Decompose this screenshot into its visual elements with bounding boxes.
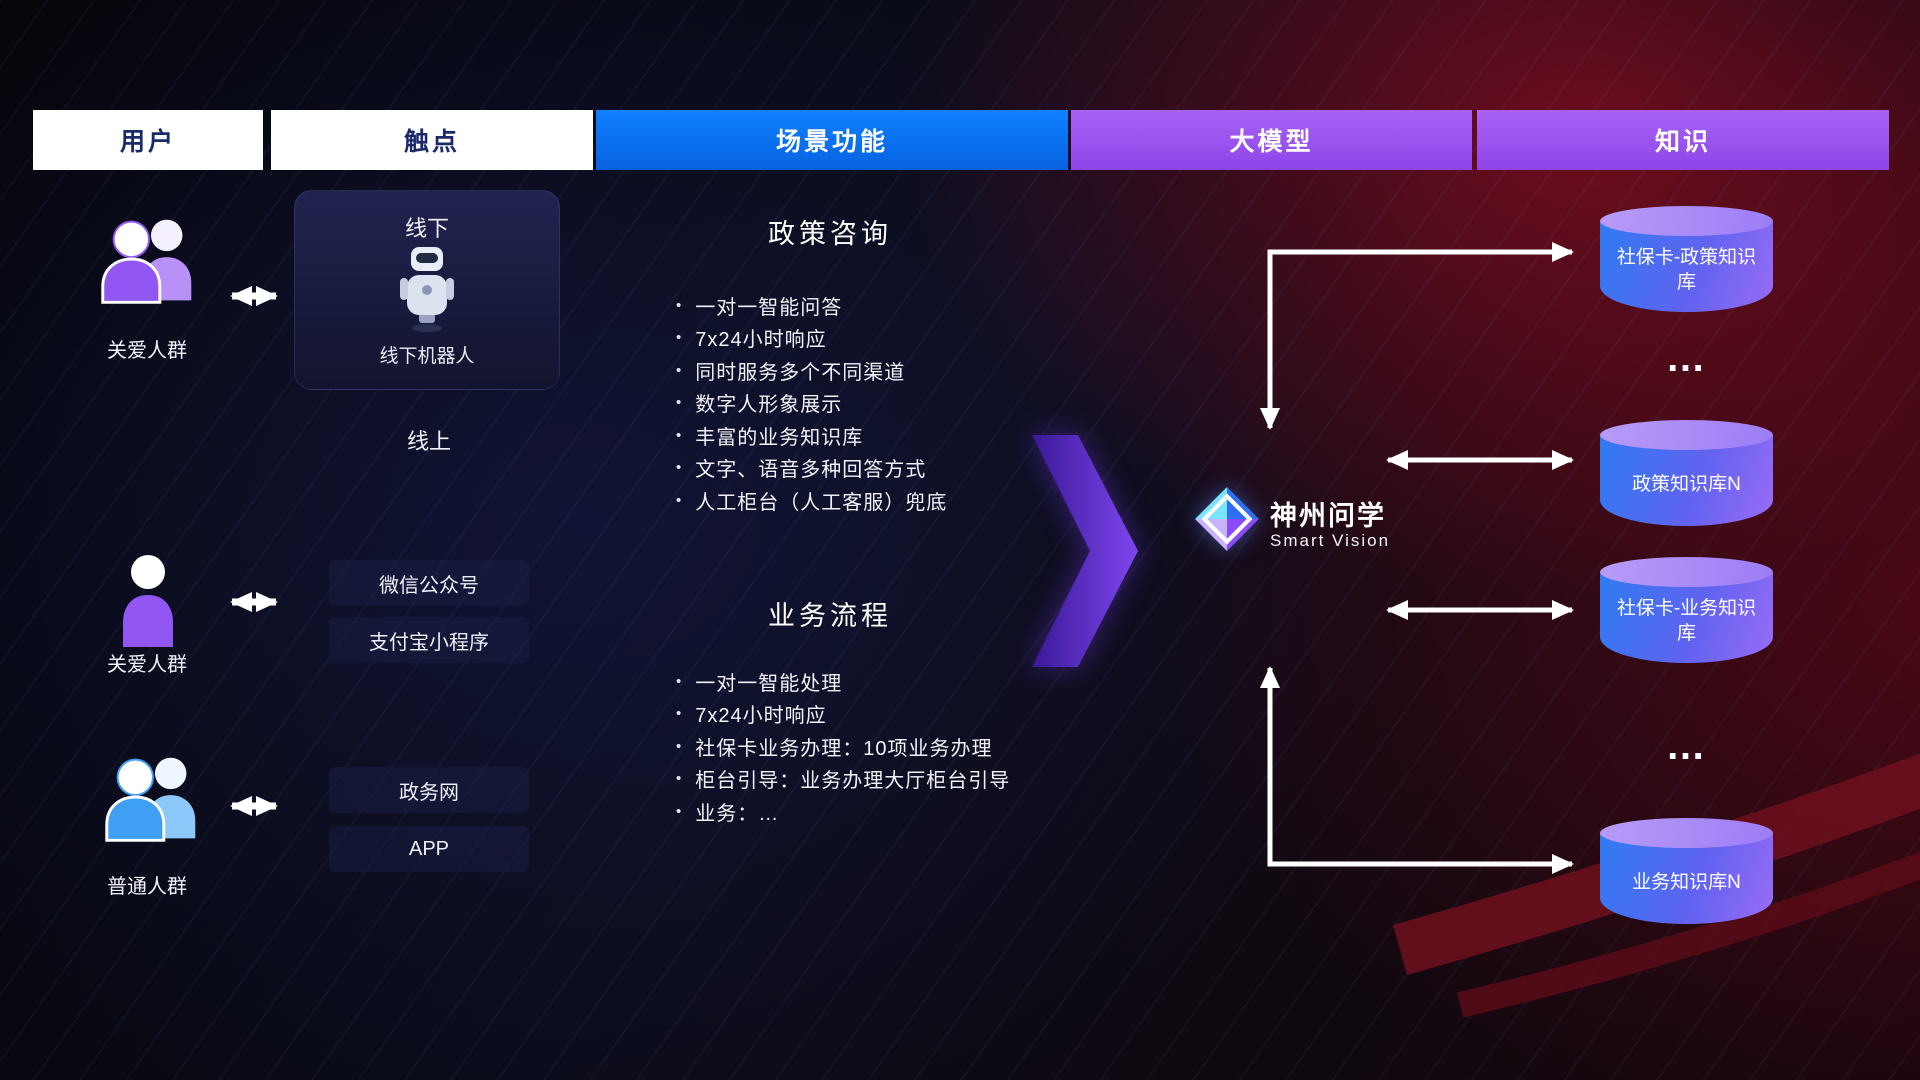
- feature-item: 业务：…: [676, 795, 1010, 828]
- column-header-label: 触点: [403, 128, 460, 156]
- column-header-label: 大模型: [1229, 128, 1314, 156]
- people-group-blue-icon: [94, 748, 212, 850]
- db-label: 政策知识库N: [1632, 473, 1741, 495]
- column-header-touchpoints: 触点: [271, 110, 593, 170]
- model-subtitle: Smart Vision: [1270, 531, 1391, 550]
- feature-item: 人工柜台（人工客服）兜底: [676, 484, 947, 517]
- column-header-scenarios: 场景功能: [596, 110, 1068, 170]
- offline-robot-label: 线下机器人: [379, 346, 475, 367]
- column-header-label: 场景功能: [775, 128, 888, 156]
- channel-label: 政务网: [399, 781, 459, 804]
- model-name: 神州问学: [1270, 501, 1386, 531]
- policy-section-title: 政策咨询: [768, 219, 892, 249]
- channel-app: APP: [329, 826, 529, 872]
- db-cylinder-body: [1600, 572, 1773, 663]
- feature-item: 同时服务多个不同渠道: [676, 354, 947, 387]
- channel-alipay-miniprogram: 支付宝小程序: [329, 617, 529, 663]
- user-group-label: 关爱人群: [107, 654, 187, 676]
- column-header-users: 用户: [33, 110, 263, 170]
- feature-item: 丰富的业务知识库: [676, 419, 947, 452]
- model-to-db4-arrow: [1260, 666, 1574, 874]
- db-cylinder-top: [1600, 557, 1773, 587]
- column-header-label: 用户: [119, 128, 176, 156]
- feature-item: 柜台引导：业务办理大厅柜台引导: [676, 763, 1010, 796]
- db-cylinder-body: [1600, 221, 1773, 312]
- feature-item: 一对一智能处理: [676, 665, 1010, 698]
- channel-label: APP: [408, 837, 450, 860]
- knowledge-db-business-shebao: 社保卡-业务知识库: [1600, 557, 1773, 663]
- offline-touchpoint-card: 线下 线下机器人: [294, 190, 560, 390]
- knowledge-ellipsis: …: [1665, 336, 1708, 380]
- column-header-label: 知识: [1654, 128, 1711, 156]
- flow-arrow-right-icon: [1032, 435, 1138, 667]
- feature-item: 社保卡业务办理：10项业务办理: [676, 730, 1010, 763]
- policy-feature-list: 一对一智能问答 7x24小时响应 同时服务多个不同渠道 数字人形象展示 丰富的业…: [676, 289, 947, 517]
- user-group-label: 普通人群: [107, 876, 187, 898]
- model-to-db1-arrow: [1260, 242, 1574, 430]
- offline-title: 线下: [404, 216, 449, 241]
- db-cylinder-body: [1600, 435, 1773, 526]
- db-label: 业务知识库N: [1632, 871, 1741, 893]
- db-cylinder-body: [1600, 833, 1773, 924]
- knowledge-db-business-n: 业务知识库N: [1600, 818, 1773, 924]
- business-feature-list: 一对一智能处理 7x24小时响应 社保卡业务办理：10项业务办理 柜台引导：业务…: [676, 665, 1010, 828]
- feature-item: 7x24小时响应: [676, 698, 1010, 731]
- feature-item: 7x24小时响应: [676, 322, 947, 355]
- diamond-logo-icon: [1195, 487, 1259, 551]
- db-cylinder-top: [1600, 206, 1773, 236]
- feature-item: 一对一智能问答: [676, 289, 947, 322]
- channel-label: 微信公众号: [379, 574, 479, 597]
- robot-icon: [395, 245, 459, 333]
- channel-wechat: 微信公众号: [329, 560, 529, 606]
- column-header-knowledge: 知识: [1477, 110, 1889, 170]
- feature-item: 数字人形象展示: [676, 387, 947, 420]
- user-group-label: 关爱人群: [107, 340, 187, 362]
- db-cylinder-top: [1600, 818, 1773, 848]
- db-label: 社保卡-政策知识库: [1616, 247, 1757, 293]
- online-title: 线上: [406, 429, 451, 454]
- person-purple-icon: [119, 550, 177, 652]
- channel-gov-web: 政务网: [329, 767, 529, 813]
- channel-label: 支付宝小程序: [369, 631, 489, 654]
- column-header-model: 大模型: [1071, 110, 1472, 170]
- knowledge-db-policy-n: 政策知识库N: [1600, 420, 1773, 526]
- business-section-title: 业务流程: [768, 601, 892, 631]
- db-cylinder-top: [1600, 420, 1773, 450]
- knowledge-db-policy-shebao: 社保卡-政策知识库: [1600, 206, 1773, 312]
- knowledge-ellipsis: …: [1665, 724, 1708, 768]
- feature-item: 文字、语音多种回答方式: [676, 452, 947, 485]
- people-group-purple-icon: [90, 210, 208, 312]
- db-label: 社保卡-业务知识库: [1616, 598, 1757, 644]
